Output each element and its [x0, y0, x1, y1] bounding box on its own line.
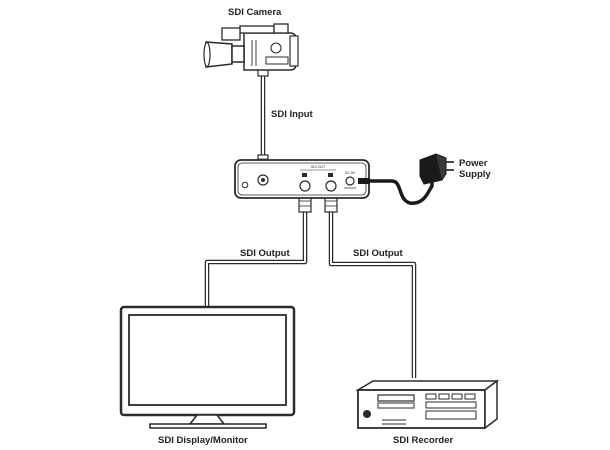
video-camera-icon	[203, 23, 299, 71]
sdi-output-cable-recorder	[324, 195, 417, 378]
sdi-distribution-amplifier-icon: SDI OUT DC 5V	[234, 159, 370, 199]
recorder-label: SDI Recorder	[393, 435, 454, 446]
recorder-icon	[355, 379, 500, 430]
power-cable	[366, 176, 434, 205]
sdi-input-cable	[257, 67, 269, 169]
sdi-output-cable-display	[204, 195, 312, 307]
sdi-input-label: SDI Input	[271, 109, 313, 120]
power-adapter-icon	[419, 153, 454, 185]
sdi-output-label-display: SDI Output	[240, 248, 290, 259]
monitor-icon	[119, 305, 296, 429]
power-supply-label-line1: Power	[459, 158, 488, 169]
svg-text:SDI OUT: SDI OUT	[311, 165, 326, 169]
svg-text:DC 5V: DC 5V	[345, 171, 356, 175]
camera-label: SDI Camera	[228, 7, 282, 18]
sdi-output-label-recorder: SDI Output	[353, 248, 403, 259]
power-supply-label-line2: Supply	[459, 169, 491, 180]
display-label: SDI Display/Monitor	[158, 435, 248, 446]
